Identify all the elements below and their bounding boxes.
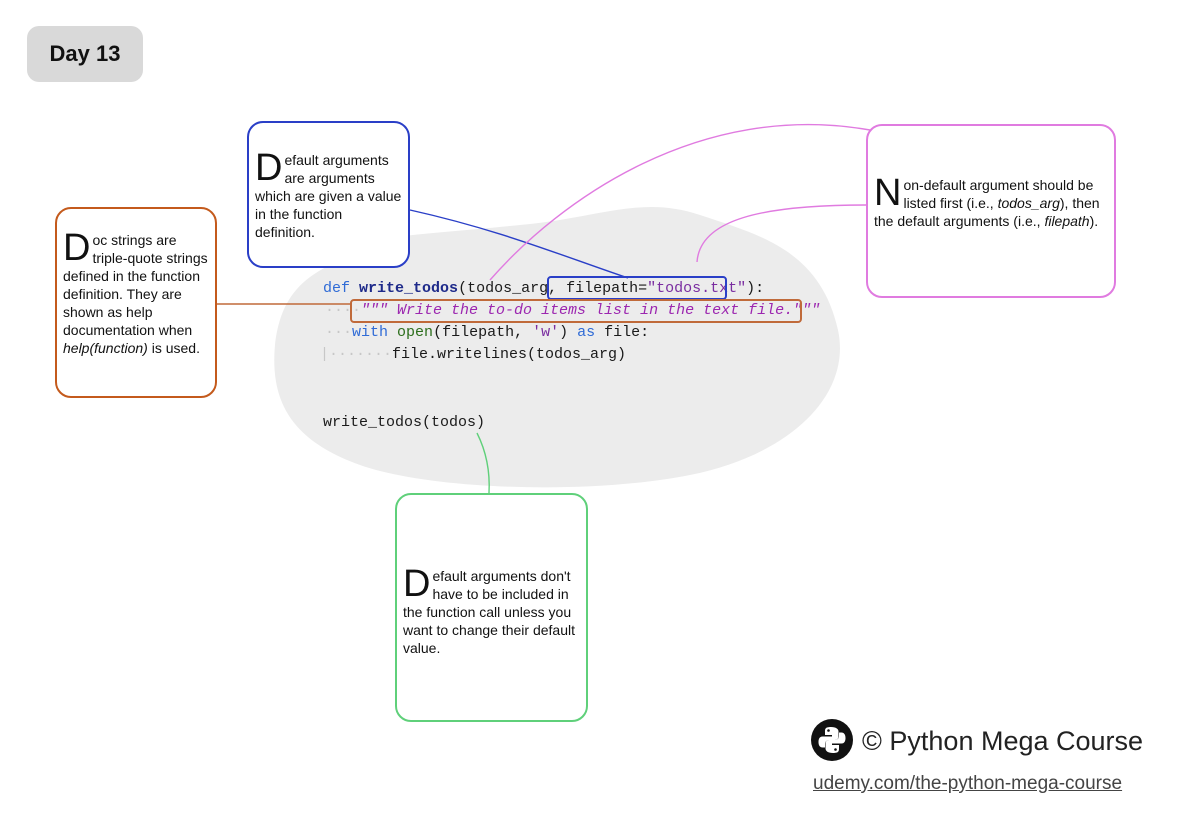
copyright-text: © Python Mega Course xyxy=(862,726,1144,756)
note-emphasis: help(function) xyxy=(63,340,148,356)
keyword-def: def xyxy=(323,280,351,297)
params: (todos_arg, xyxy=(458,280,567,297)
keyword-as: as xyxy=(577,324,596,341)
params-end: ): xyxy=(746,280,765,297)
note-text: efault arguments don't have to be includ… xyxy=(403,568,576,656)
default-value: "todos.txt" xyxy=(647,280,747,297)
python-logo-icon xyxy=(811,719,853,761)
keyword-with: with xyxy=(352,324,389,341)
dropcap: D xyxy=(403,563,431,605)
note-text-end: is used. xyxy=(147,340,200,356)
open-args: (filepath, xyxy=(433,324,533,341)
highlight-docstring xyxy=(350,299,802,323)
code-line-docstring: ····""" Write the to-do items list in th… xyxy=(325,302,821,319)
docstring: """ Write the to-do items list in the te… xyxy=(361,302,821,319)
connector-pink-a xyxy=(489,123,871,281)
file-var: file: xyxy=(604,324,650,341)
code-line-with: ···with open(filepath, 'w') as file: xyxy=(325,324,650,341)
param-default: filepath= xyxy=(566,280,648,297)
course-link[interactable]: udemy.com/the-python-mega-course xyxy=(813,773,1123,794)
code-line-body: |·······file.writelines(todos_arg) xyxy=(320,346,627,363)
note-emphasis-1: todos_arg xyxy=(997,195,1060,211)
note-text-mid: ), then the default arguments (i.e., xyxy=(874,195,1100,229)
highlight-default-param xyxy=(547,276,727,300)
code-line-call: write_todos(todos) xyxy=(323,412,485,434)
note-text-end: ). xyxy=(1089,213,1099,229)
dropcap: N xyxy=(874,172,902,214)
dropcap: D xyxy=(255,147,283,189)
day-badge: Day 13 xyxy=(27,26,143,82)
day-label: Day 13 xyxy=(49,41,121,66)
function-call: write_todos(todos) xyxy=(323,414,486,431)
connector-green xyxy=(476,432,490,494)
connector-blue xyxy=(409,209,629,279)
note-text: efault arguments are arguments which are… xyxy=(255,152,402,240)
note-text: oc strings are triple-quote strings defi… xyxy=(63,232,208,338)
code-line-def: def write_todos(todos_arg, filepath="tod… xyxy=(323,278,764,300)
note-emphasis-2: filepath xyxy=(1044,213,1090,229)
body-statement: file.writelines(todos_arg) xyxy=(392,346,627,363)
connector-pink-b xyxy=(696,204,867,263)
open-args-end: ) xyxy=(559,324,569,341)
function-name: write_todos xyxy=(359,280,459,297)
builtin-open: open xyxy=(397,324,434,341)
dropcap: D xyxy=(63,227,91,269)
note-text: on-default argument should be listed fir… xyxy=(903,177,1094,211)
open-mode: 'w' xyxy=(532,324,560,341)
